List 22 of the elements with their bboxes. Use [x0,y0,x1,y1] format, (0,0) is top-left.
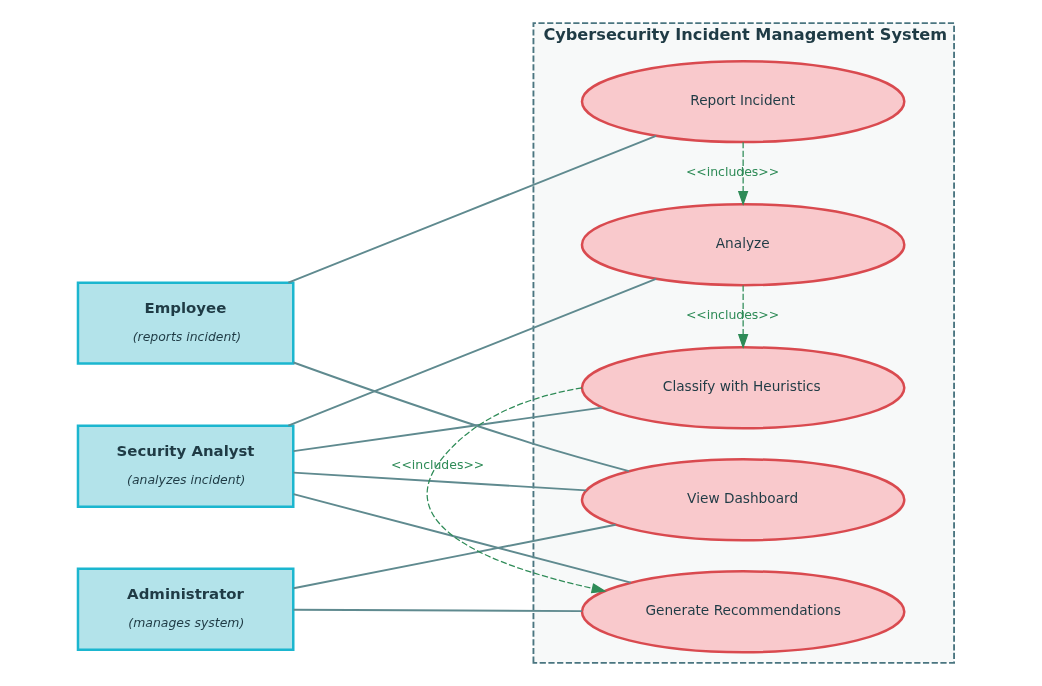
node-box: Security Analyst (analyzes incident) [76,424,295,508]
node-ellipse: Classify with Heuristics [580,346,906,430]
edge-label: <<includes>> [391,457,485,473]
node-ellipse: Analyze [580,203,906,287]
edge-label: <<includes>> [685,307,780,323]
arrow [737,284,749,350]
connector [292,471,588,492]
edge-label: <<includes>> [685,164,780,180]
node-ellipse: Report Incident [580,59,906,144]
arrow [426,387,607,594]
connector [292,523,617,590]
node-box: Administrator (manages system) [76,567,295,651]
node-box: Employee (reports incident) [76,281,295,365]
connector [292,406,603,453]
connector [292,493,632,584]
connector [287,134,658,284]
node-ellipse: Generate Recommendations [580,570,906,654]
connector [287,278,658,427]
connector [292,608,583,612]
connector [292,361,630,472]
arrow [737,141,749,206]
node-ellipse: View Dashboard [580,458,906,542]
